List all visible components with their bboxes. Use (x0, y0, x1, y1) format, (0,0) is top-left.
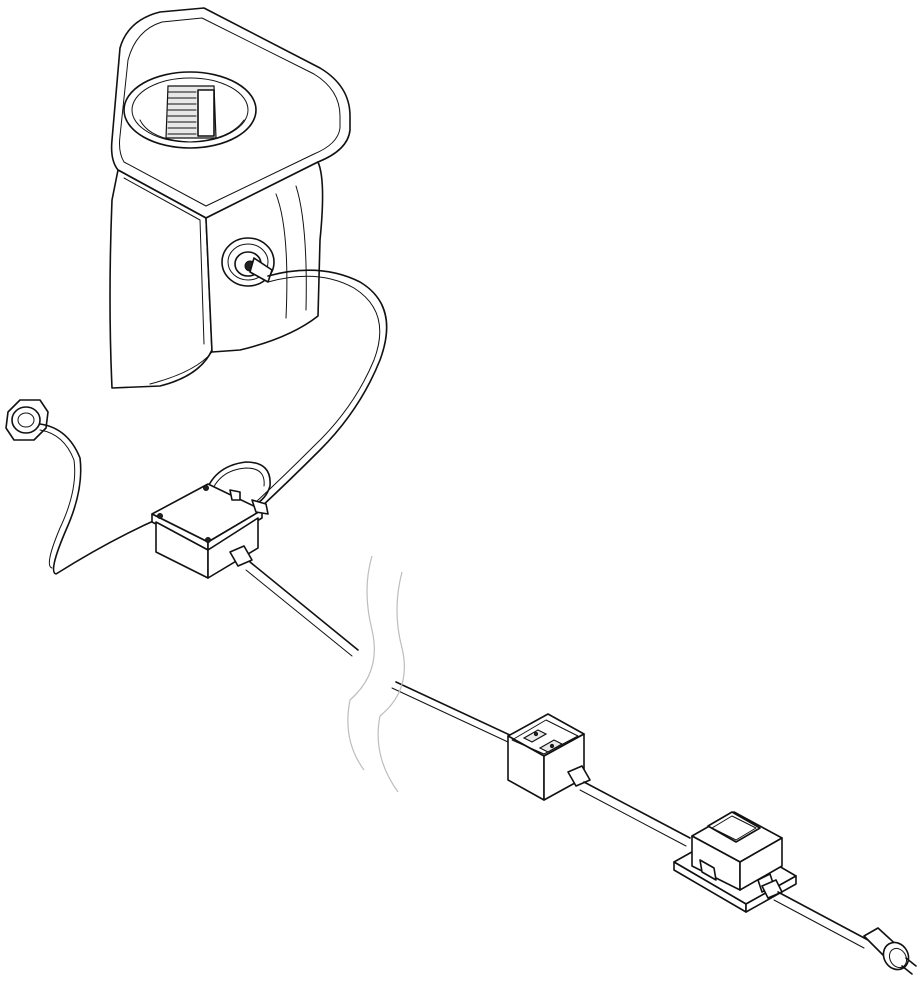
mounting-bracket-housing (109, 7, 351, 389)
spindle-threads (167, 91, 197, 135)
mains-plug (863, 927, 917, 975)
cable-bracket-to-box (259, 269, 388, 509)
transformer (673, 811, 797, 913)
cable-box-to-switch (249, 561, 359, 651)
junction-box (151, 483, 269, 579)
sensor-button-with-cable (5, 399, 271, 575)
switch-unit (507, 713, 591, 801)
cable-gland-port (221, 237, 275, 287)
cable-break-mark (347, 555, 405, 793)
